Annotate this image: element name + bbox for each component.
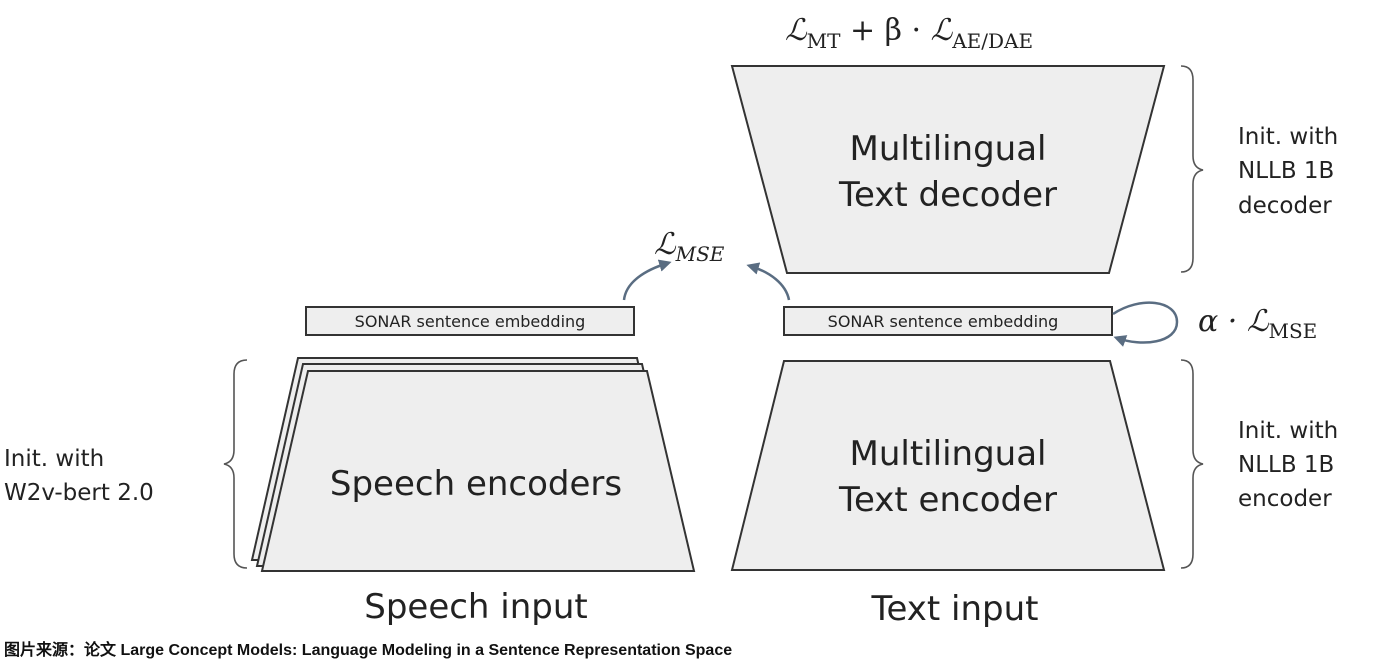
decoder-init-line3: decoder xyxy=(1238,193,1332,219)
text-encoder-block xyxy=(730,360,1166,571)
text-to-mse-arrow xyxy=(746,262,791,301)
mse-loss-label: ℒMSE xyxy=(654,227,725,266)
text-encoder-label-line1: Multilingual xyxy=(850,434,1047,474)
encoder-init-line2: NLLB 1B xyxy=(1238,452,1334,478)
text-sonar-embedding xyxy=(783,306,1113,336)
speech-sonar-embedding-label: SONAR sentence embedding xyxy=(355,312,586,331)
figure-caption: 图片来源：论文 Large Concept Models: Language M… xyxy=(4,642,733,659)
decoder-init-line1: Init. with xyxy=(1238,124,1338,150)
text-input-label: Text input xyxy=(870,589,1038,629)
encoder-init-line1: Init. with xyxy=(1238,418,1338,444)
speech-init-line1: Init. with xyxy=(4,446,104,472)
speech-init-line2: W2v-bert 2.0 xyxy=(4,480,154,506)
architecture-diagram: ℒMT + β · ℒAE/DAE Multilingual Text deco… xyxy=(4,13,1338,629)
speech-brace xyxy=(223,359,248,569)
self-loop-arrow xyxy=(1112,301,1179,347)
speech-encoder-block xyxy=(260,370,696,572)
decoder-init-line2: NLLB 1B xyxy=(1238,158,1334,184)
text-decoder-block xyxy=(730,65,1166,274)
decoder-loss-label: ℒMT + β · ℒAE/DAE xyxy=(785,13,1033,53)
text-decoder-label-line1: Multilingual xyxy=(850,129,1047,169)
decoder-brace xyxy=(1180,65,1204,273)
speech-encoder-label: Speech encoders xyxy=(330,464,622,504)
encoder-brace xyxy=(1180,359,1204,569)
speech-to-mse-arrow xyxy=(622,259,672,301)
text-decoder-label-line2: Text decoder xyxy=(838,175,1057,215)
text-encoder-label-line2: Text encoder xyxy=(838,480,1057,520)
text-sonar-embedding-label: SONAR sentence embedding xyxy=(828,312,1059,331)
speech-sonar-embedding xyxy=(305,306,635,336)
alpha-loss-label: α · ℒMSE xyxy=(1198,304,1317,343)
encoder-init-line3: encoder xyxy=(1238,486,1332,512)
speech-input-label: Speech input xyxy=(364,587,588,627)
